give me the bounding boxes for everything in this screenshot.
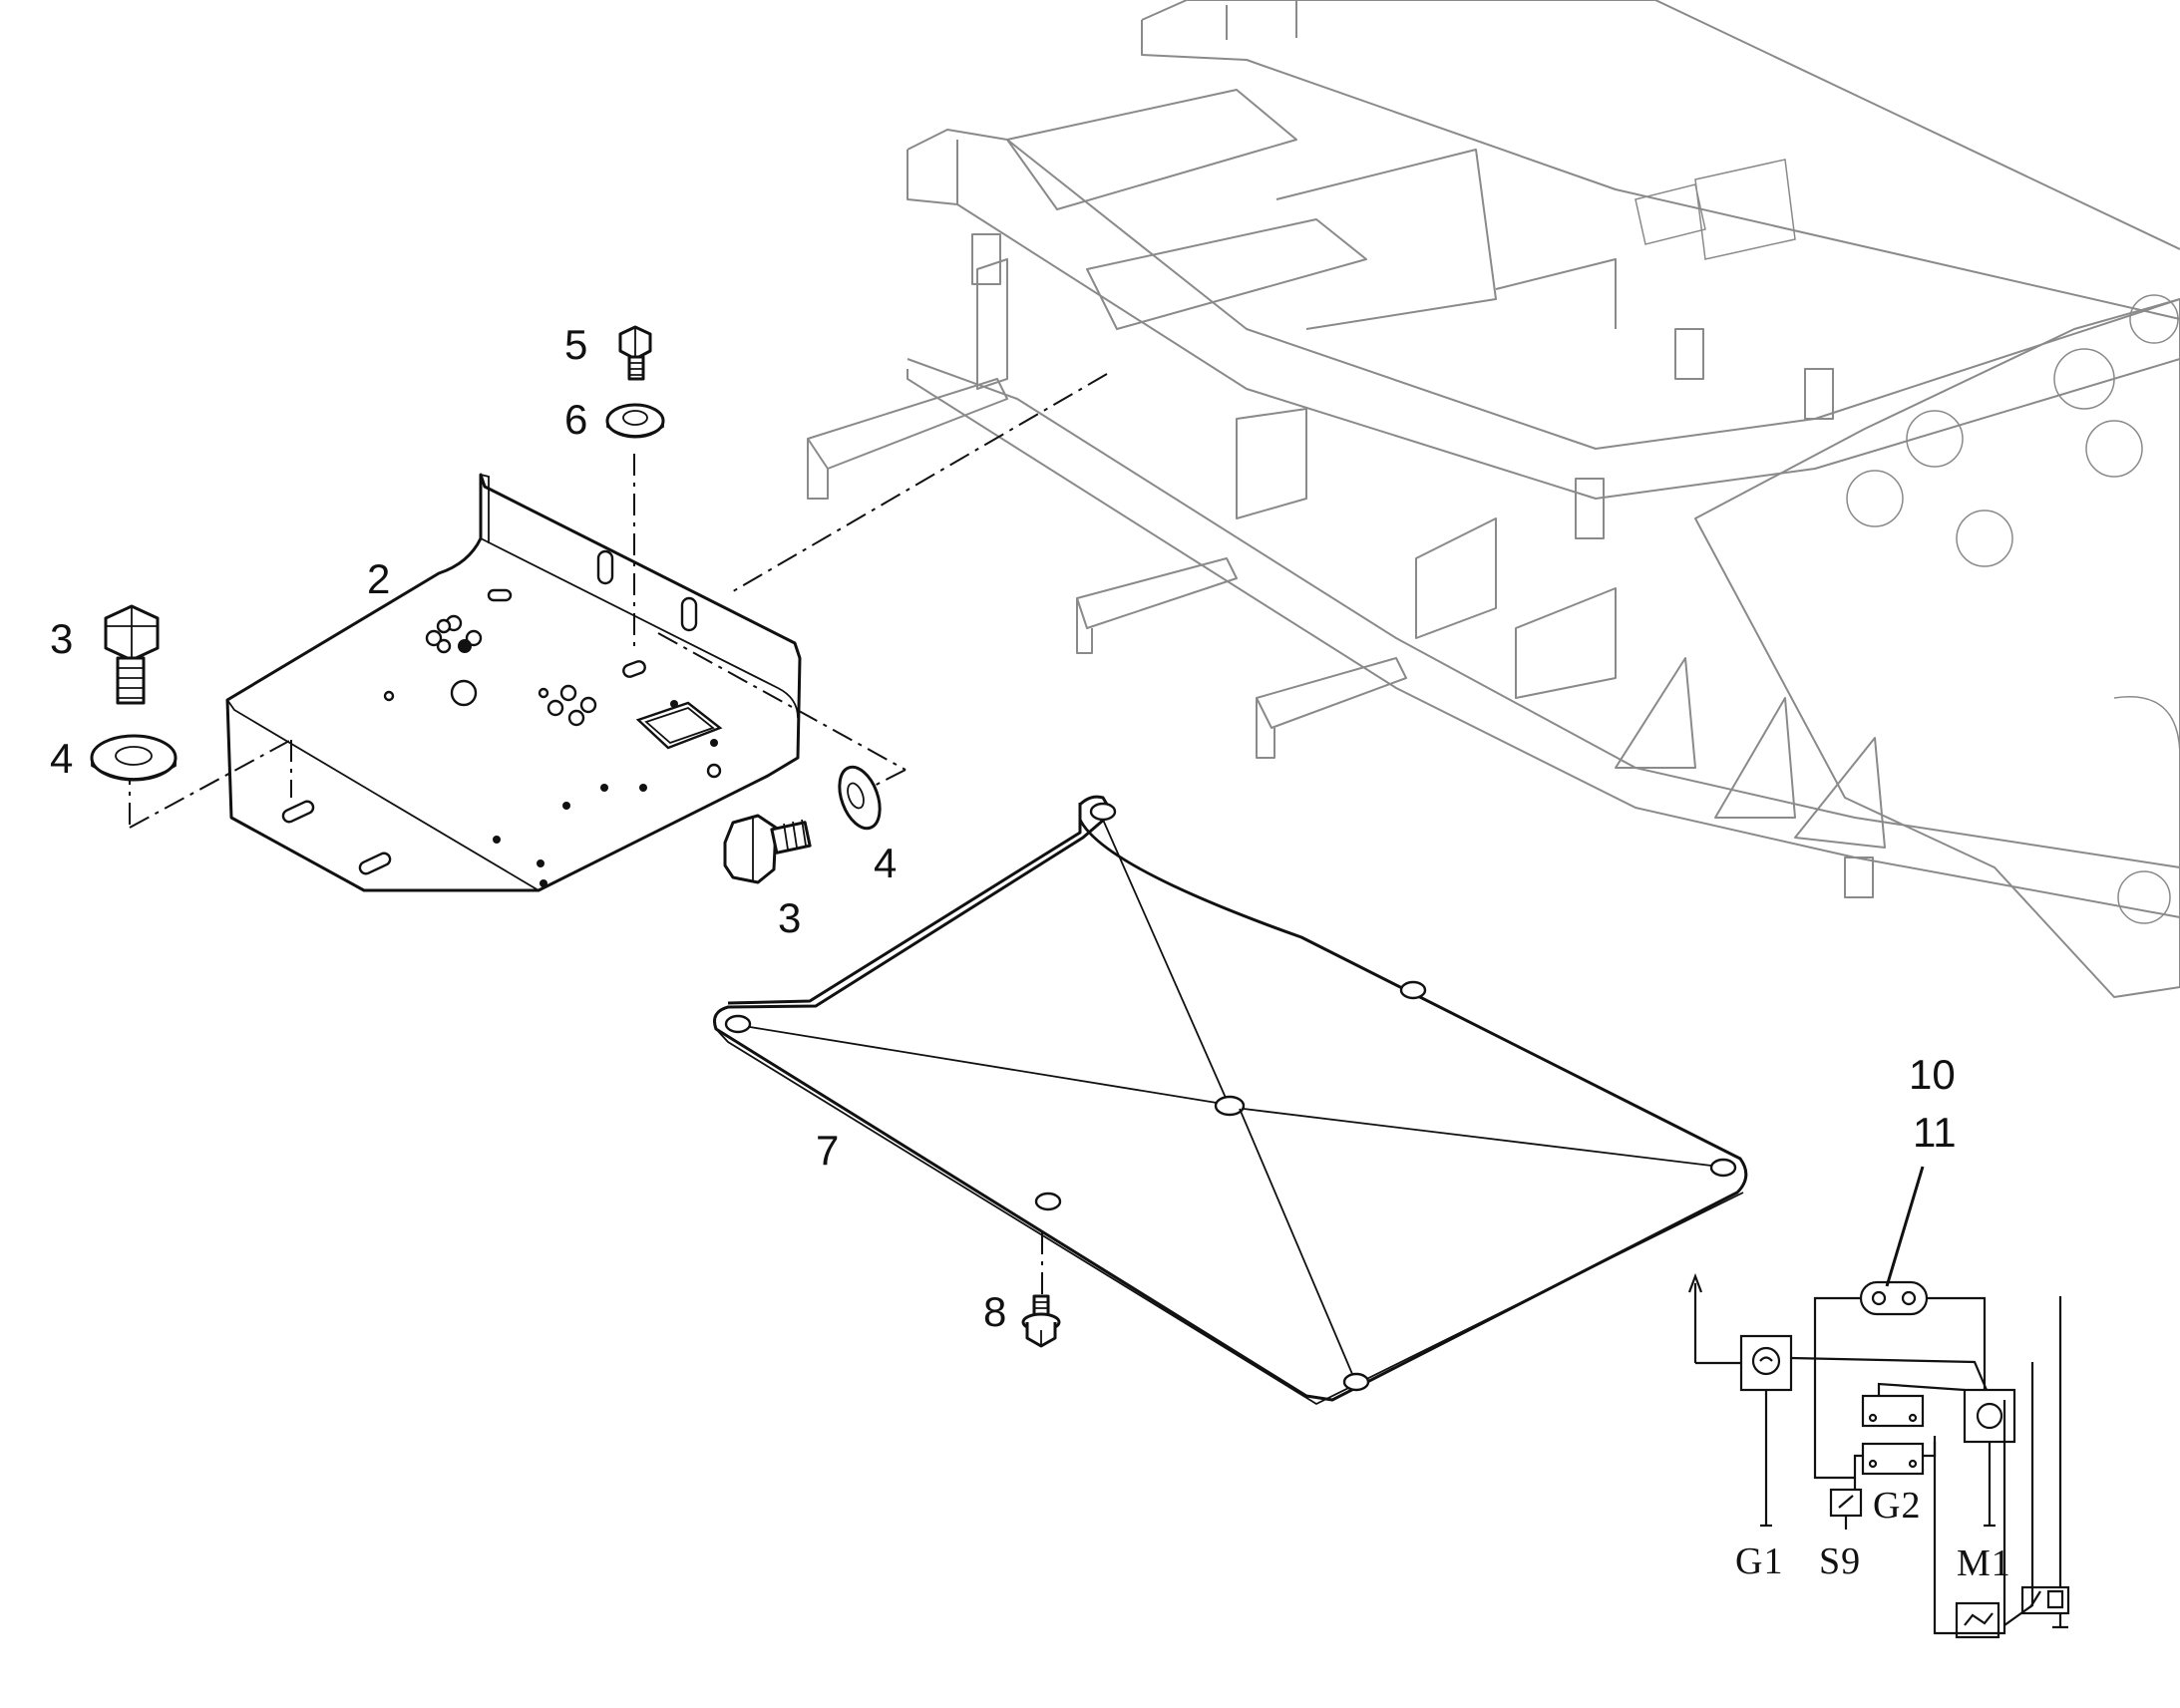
callout-7: 7 <box>816 1127 839 1174</box>
bolt-3-upper-icon <box>104 604 160 705</box>
callout-6: 6 <box>564 396 587 443</box>
callout-4-right: 4 <box>874 840 897 886</box>
callout-8: 8 <box>983 1288 1006 1335</box>
callout-2: 2 <box>367 555 390 602</box>
washer-4-right-icon <box>838 765 882 831</box>
mounting-plate <box>225 473 802 892</box>
electrical-schematic <box>1687 1272 2070 1639</box>
leader-10-11 <box>1885 1166 1925 1287</box>
cover-plate <box>713 795 1748 1406</box>
chassis-frame <box>807 0 2180 998</box>
bolt-5-icon <box>618 325 652 381</box>
bolt-3-lower-icon <box>723 814 812 884</box>
label-s9: S9 <box>1819 1540 1861 1582</box>
washer-4-left-icon <box>90 734 178 782</box>
screw-8-icon <box>1021 1294 1061 1348</box>
label-g1: G1 <box>1735 1540 1783 1582</box>
callout-3-upper: 3 <box>50 615 73 662</box>
label-m1: M1 <box>1957 1542 2011 1584</box>
washer-6-icon <box>605 403 665 439</box>
callout-4-left: 4 <box>50 735 73 782</box>
label-g2: G2 <box>1873 1485 1921 1527</box>
callout-11: 11 <box>1913 1109 1957 1156</box>
callout-3-lower: 3 <box>778 894 801 941</box>
callout-10: 10 <box>1909 1051 1956 1098</box>
callout-5: 5 <box>564 321 587 368</box>
